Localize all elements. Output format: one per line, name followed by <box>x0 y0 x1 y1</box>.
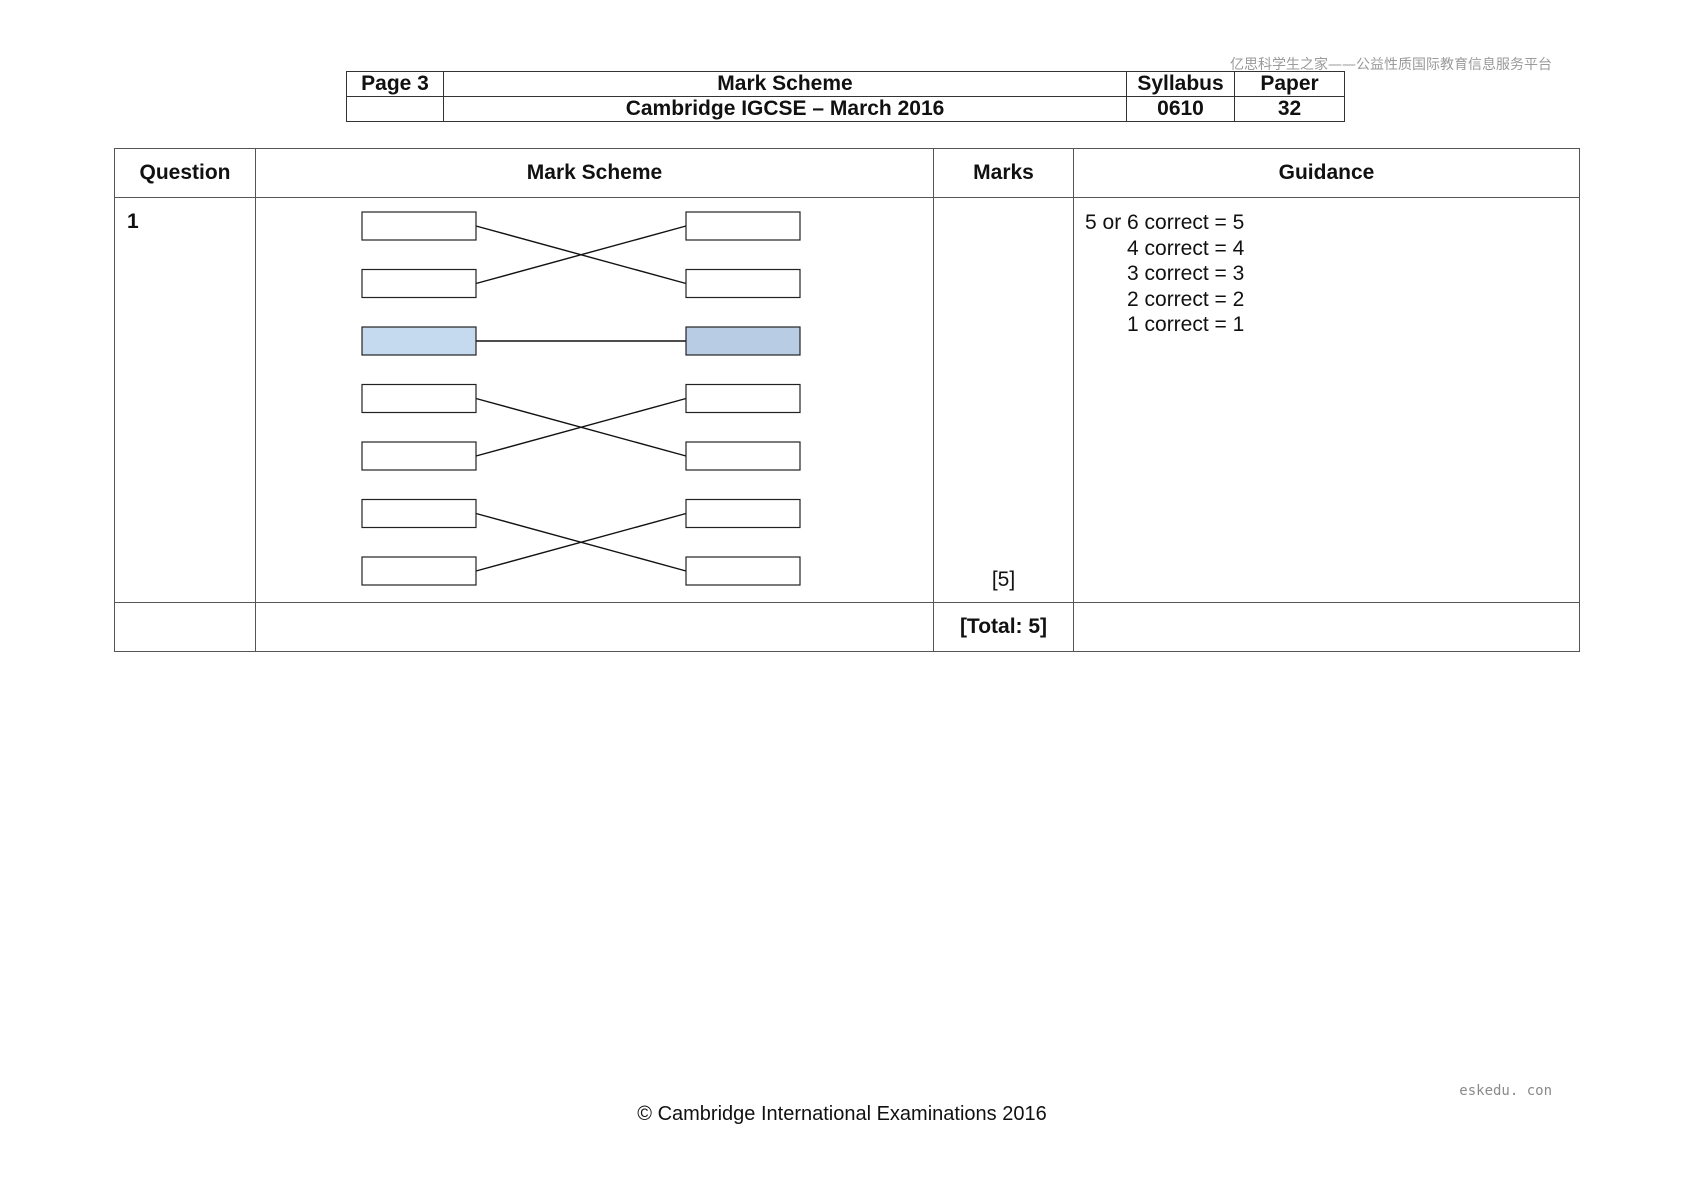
question-number: 1 <box>114 197 256 603</box>
connector-line <box>475 225 687 285</box>
total-marks: [Total: 5] <box>933 602 1074 652</box>
connector-line <box>475 512 687 572</box>
guidance-line: 2 correct = 2 <box>1127 287 1245 311</box>
right-box <box>685 556 801 586</box>
table-row: 1 [5] 5 or 6 correct = 5 4 correct = 4 3… <box>114 197 1580 603</box>
right-box <box>685 441 801 471</box>
total-row-question-cell <box>114 602 256 652</box>
paper-code: 32 <box>1234 96 1345 122</box>
column-header-guidance: Guidance <box>1073 148 1580 198</box>
guidance-line: 1 correct = 1 <box>1127 313 1245 336</box>
left-box <box>361 498 477 529</box>
left-box <box>361 383 477 414</box>
right-box <box>685 268 801 299</box>
total-row: [Total: 5] <box>114 602 1580 652</box>
total-row-scheme-cell <box>255 602 934 652</box>
left-box <box>361 326 477 356</box>
paper-label: Paper <box>1234 71 1345 97</box>
page-value <box>346 96 444 122</box>
right-box <box>685 326 801 356</box>
column-header-row: Question Mark Scheme Marks Guidance <box>114 148 1580 198</box>
left-box <box>361 556 477 586</box>
watermark-bottom: eskedu. con <box>1459 1083 1552 1099</box>
left-box <box>361 211 477 241</box>
left-box <box>361 268 477 299</box>
guidance-text: 5 or 6 correct = 5 4 correct = 4 3 corre… <box>1073 197 1580 603</box>
exam-title: Cambridge IGCSE – March 2016 <box>443 96 1127 122</box>
marks-value: [5] <box>933 197 1074 603</box>
page-label: Page 3 <box>346 71 444 97</box>
matching-diagram-cell <box>255 197 934 603</box>
copyright-footer: © Cambridge International Examinations 2… <box>637 1103 1047 1125</box>
mark-scheme-label: Mark Scheme <box>443 71 1127 97</box>
guidance-line: 5 or 6 correct = 5 <box>1085 211 1245 234</box>
connector-line <box>475 397 687 457</box>
column-header-mark-scheme: Mark Scheme <box>255 148 934 198</box>
mark-scheme-table: Question Mark Scheme Marks Guidance 1 [5… <box>114 148 1580 652</box>
watermark-top: 亿思科学生之家——公益性质国际教育信息服务平台 <box>1230 57 1552 73</box>
guidance-line: 3 correct = 3 <box>1127 262 1245 285</box>
syllabus-label: Syllabus <box>1126 71 1235 97</box>
total-row-guidance-cell <box>1073 602 1580 652</box>
right-box <box>685 383 801 414</box>
right-box <box>685 498 801 529</box>
guidance-line: 4 correct = 4 <box>1127 236 1245 260</box>
matching-diagram <box>361 211 801 586</box>
left-box <box>361 441 477 471</box>
column-header-question: Question <box>114 148 256 198</box>
header-table: Page 3 Mark Scheme Syllabus Paper Cambri… <box>346 71 1345 122</box>
column-header-marks: Marks <box>933 148 1074 198</box>
syllabus-code: 0610 <box>1126 96 1235 122</box>
right-box <box>685 211 801 241</box>
